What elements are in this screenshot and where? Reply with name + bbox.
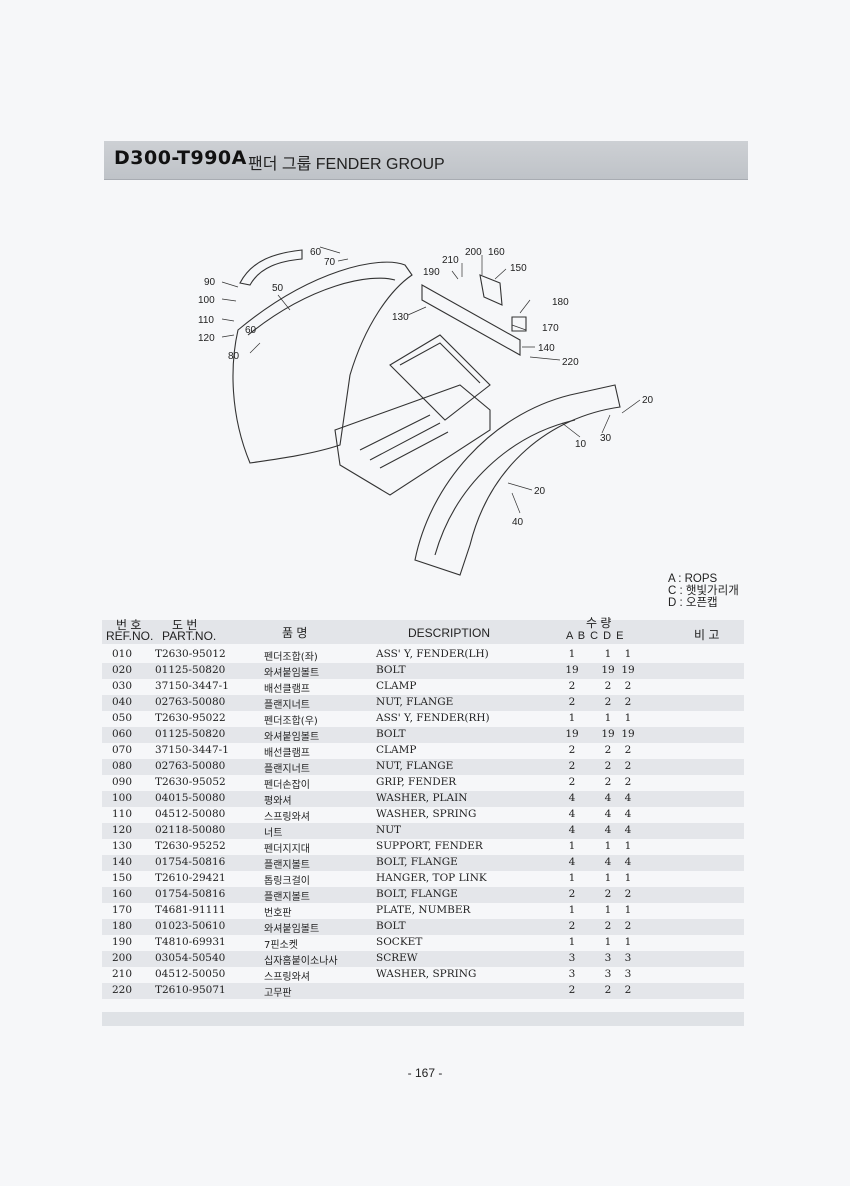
- fender-support: [421, 284, 521, 356]
- callout-180: 180: [552, 297, 569, 308]
- callout-170: 170: [542, 323, 559, 334]
- header-ref-kor: 번 호: [116, 618, 142, 632]
- group-code: D300-T990A: [114, 147, 247, 169]
- section-title-bar: D300-T990A 팬더 그룹 FENDER GROUP: [104, 141, 748, 180]
- seat-box: [389, 334, 491, 421]
- callout-20b: 20: [534, 486, 546, 497]
- floor-deck: [334, 384, 491, 496]
- callout-210: 210: [442, 255, 459, 266]
- header-qty-cols: A B C D E: [566, 630, 624, 642]
- callout-10: 10: [575, 439, 587, 450]
- callout-30: 30: [600, 433, 612, 444]
- page-number: - 167 -: [407, 1066, 443, 1080]
- exploded-parts-diagram: 90 100 110 120 80 50 60 60 70 210 200 16…: [198, 246, 654, 576]
- left-grip: [239, 249, 303, 286]
- header-part-eng: PART.NO.: [162, 629, 217, 643]
- right-fender-inner: [434, 419, 576, 556]
- table-footer-band: [102, 1012, 744, 1026]
- header-remarks: 비 고: [694, 628, 720, 642]
- left-fender-outline: [232, 261, 413, 464]
- legend-c: C : 햇빛가리개: [668, 585, 739, 597]
- callout-40: 40: [512, 517, 524, 528]
- callout-90: 90: [204, 277, 216, 288]
- group-name: 팬더 그룹 FENDER GROUP: [248, 156, 445, 173]
- top-link-hanger: [479, 274, 503, 306]
- callout-70: 70: [324, 257, 336, 268]
- callout-100: 100: [198, 295, 215, 306]
- header-qty-kor: 수 량: [586, 616, 612, 630]
- header-name-kor: 품 명: [282, 626, 308, 640]
- callout-130: 130: [392, 312, 409, 323]
- header-part-kor: 도 번: [172, 618, 198, 632]
- left-fender-inner: [247, 277, 396, 336]
- callout-50: 50: [272, 283, 284, 294]
- number-plate: [511, 316, 527, 332]
- model-legend: A : ROPS C : 햇빛가리개 D : 오픈캡: [668, 573, 739, 609]
- header-ref-eng: REF.NO.: [106, 629, 154, 643]
- legend-d: D : 오픈캡: [668, 597, 718, 609]
- callout-190: 190: [423, 267, 440, 278]
- right-fender-outline: [414, 384, 621, 576]
- callout-160: 160: [488, 247, 505, 258]
- callout-80: 80: [228, 351, 240, 362]
- callout-200: 200: [465, 247, 482, 258]
- header-description: DESCRIPTION: [408, 626, 491, 640]
- diagram-callouts: 90 100 110 120 80 50 60 60 70 210 200 16…: [198, 247, 654, 528]
- callout-20a: 20: [642, 395, 654, 406]
- table-header-band: [102, 620, 744, 644]
- callout-220: 220: [562, 357, 579, 368]
- callout-120: 120: [198, 333, 215, 344]
- legend-a: A : ROPS: [668, 573, 718, 585]
- callout-60b: 60: [310, 247, 322, 258]
- callout-60a: 60: [245, 325, 257, 336]
- callout-110: 110: [198, 315, 214, 326]
- callout-140: 140: [538, 343, 555, 354]
- callout-150: 150: [510, 263, 527, 274]
